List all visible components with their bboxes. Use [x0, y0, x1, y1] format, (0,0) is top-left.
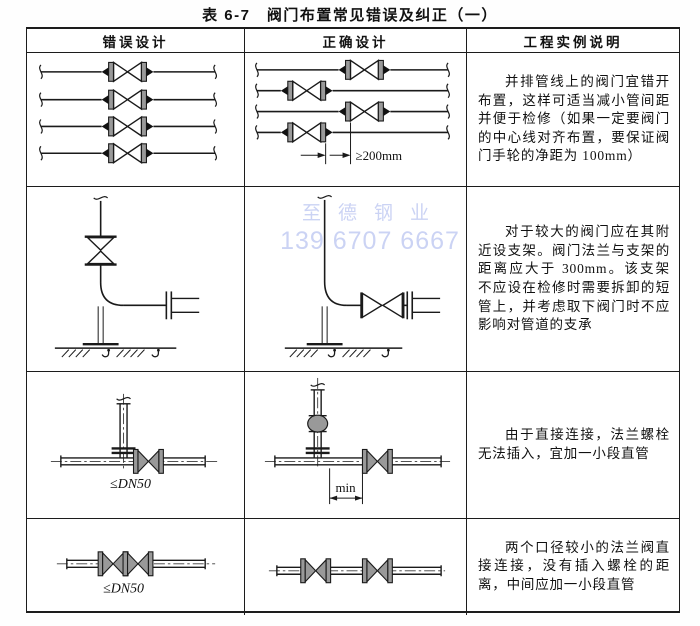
anchor-icon — [381, 348, 391, 358]
valve-icon — [280, 80, 334, 101]
note-text-row2: 对于较大的阀门应在其附近设支架。阀门法兰与支架的距离应大于 300mm。该支架不… — [478, 224, 670, 333]
cell-row1-correct: ≥200mm — [245, 53, 467, 187]
diagram-row2-valve-on-riser — [54, 196, 200, 358]
cell-row2-note: 对于较大的阀门应在其附近设支架。阀门法兰与支架的距离应大于 300mm。该支架不… — [467, 187, 679, 372]
valve-icon — [100, 143, 155, 164]
header-example-notes: 工程实例说明 — [467, 29, 679, 53]
valve-icon — [280, 122, 334, 143]
cell-row2-wrong — [27, 187, 245, 372]
cell-row3-correct: min — [245, 372, 467, 519]
valve-icon — [132, 448, 164, 474]
page-title: 表 6-7 阀门布置常见错误及纠正（一） — [202, 7, 498, 24]
cell-row4-wrong: ≤DN50 — [27, 519, 245, 615]
valve-icon — [300, 558, 332, 584]
cell-row3-wrong: ≤DN50 — [27, 372, 245, 519]
valve-icon — [100, 116, 155, 137]
valve-icon — [337, 101, 392, 122]
min-dimension-label: min — [335, 480, 356, 495]
valve-icon — [361, 448, 393, 474]
valve-icon — [122, 551, 154, 577]
valve-icon — [83, 235, 118, 266]
note-text-row1: 并排管线上的阀门宜错开布置，这样可适当减小管间距并便于检修（如果一定要阀门的中心… — [478, 74, 670, 164]
valve-icon — [337, 59, 392, 80]
header-wrong-design: 错误设计 — [27, 29, 245, 53]
cell-row4-correct — [245, 519, 467, 615]
valve-icon — [100, 61, 155, 82]
pipe-size-label: ≤DN50 — [110, 477, 151, 492]
offset-dimension-label: ≥200mm — [356, 148, 403, 163]
diagram-row1-wrong-aligned-valves — [39, 61, 218, 164]
header-correct-design: 正确设计 — [245, 29, 467, 53]
diagram-row2-valve-on-horizontal — [284, 195, 441, 358]
note-text-row3: 由于直接连接，法兰螺栓无法插入，宜加一小段直管 — [478, 427, 670, 461]
valve-icon — [100, 89, 155, 110]
valve-icon — [361, 558, 393, 584]
diagram-row4-valves-direct-coupled: ≤DN50 — [56, 551, 216, 597]
cell-row1-wrong — [27, 53, 245, 187]
cell-row3-note: 由于直接连接，法兰螺栓无法插入，宜加一小段直管 — [467, 372, 679, 519]
cell-row1-note: 并排管线上的阀门宜错开布置，这样可适当减小管间距并便于检修（如果一定要阀门的中心… — [467, 53, 679, 187]
valve-layout-table: 错误设计 正确设计 工程实例说明 — [26, 27, 680, 615]
anchor-icon — [327, 348, 337, 358]
diagram-row3-valve-with-spool: min — [264, 377, 451, 505]
note-text-row4: 两个口径较小的法兰阀直接连接，没有插入螺栓的距离，中间应加一小段直管 — [478, 539, 670, 593]
pipe-size-label: ≤DN50 — [103, 582, 144, 597]
diagram-row4-valves-with-spool — [268, 558, 446, 584]
cell-row4-note: 两个口径较小的法兰阀直接连接，没有插入螺栓的距离，中间应加一小段直管 — [467, 519, 679, 615]
valve-icon — [360, 291, 405, 320]
ball-fitting — [307, 414, 329, 433]
diagram-row1-staggered-valves: ≥200mm — [255, 59, 450, 165]
cell-row2-correct — [245, 187, 467, 372]
anchor-icon — [101, 348, 111, 358]
anchor-icon — [151, 348, 161, 358]
diagram-row3-valve-direct-on-tee: ≤DN50 — [50, 393, 220, 492]
